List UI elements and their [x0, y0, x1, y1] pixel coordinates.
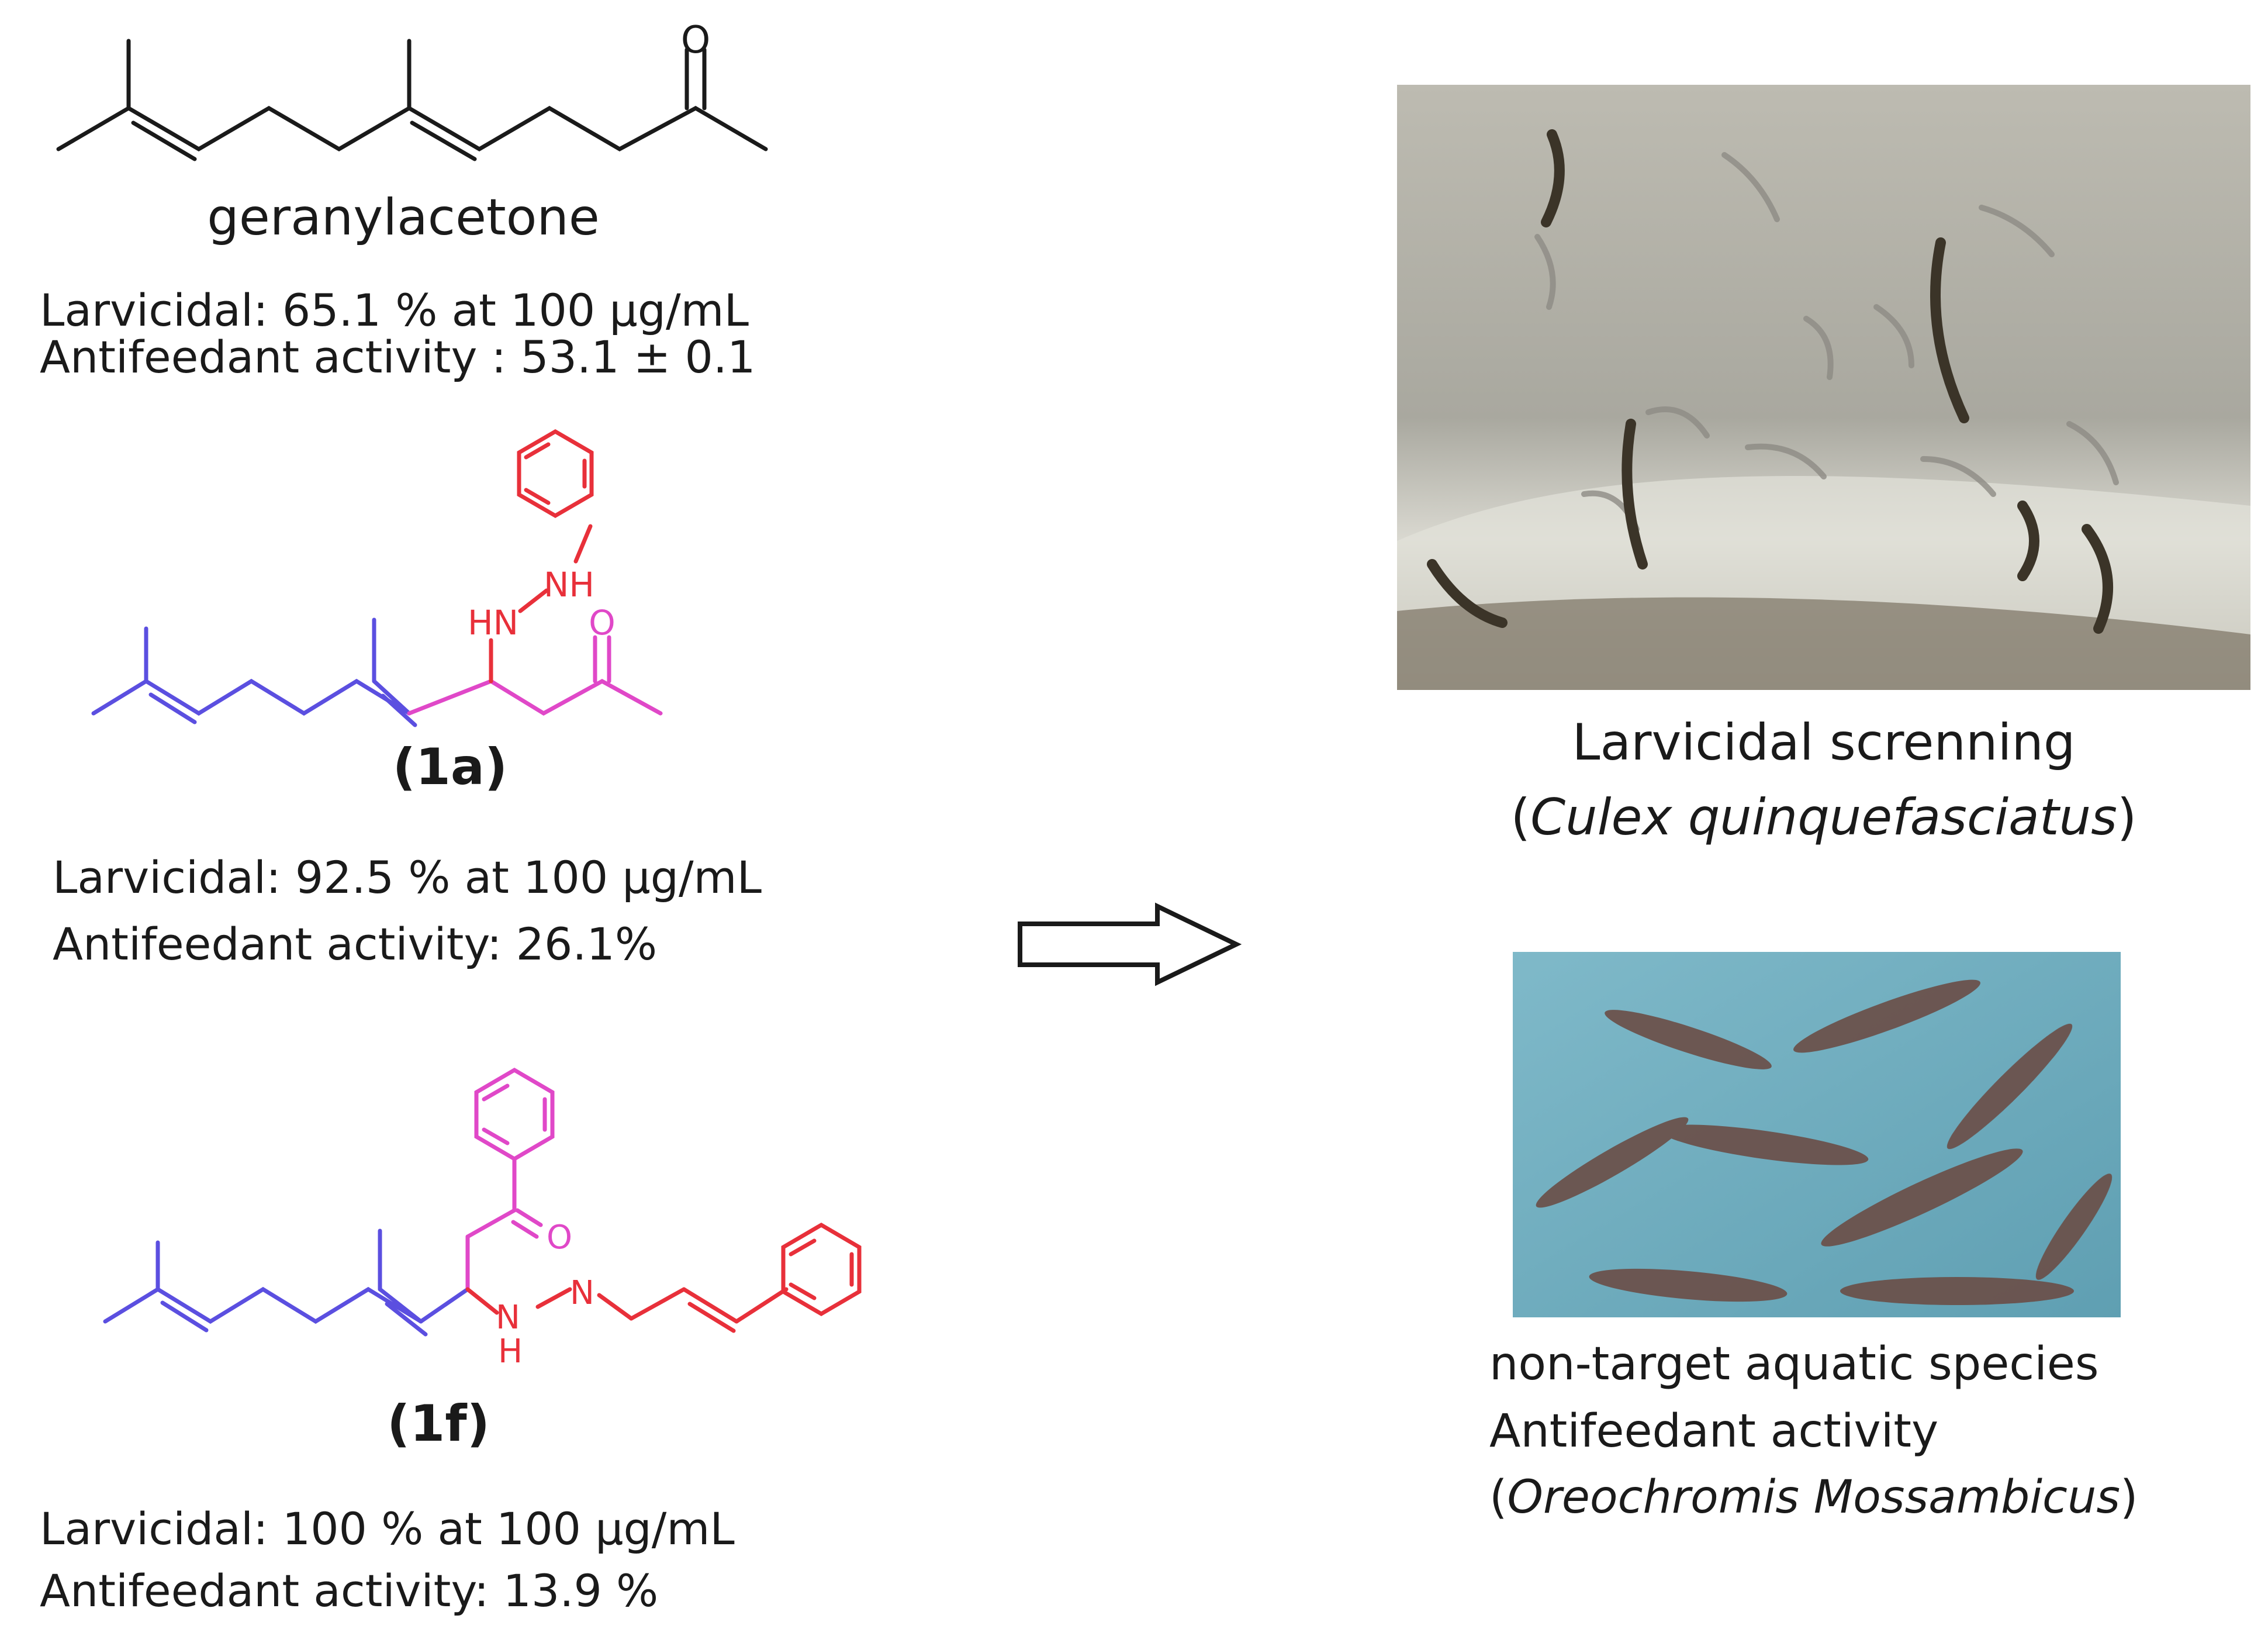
compound-1f-benzoyl	[465, 1067, 555, 1292]
compound-1f-larvicidal: Larvicidal: 100 % at 100 µg/mL	[40, 1503, 735, 1555]
compound-1a-oxygen: O	[589, 603, 616, 643]
compound-1a-chain	[91, 617, 417, 727]
compound-1f-label: (1f)	[387, 1395, 490, 1453]
fish-photo	[1513, 952, 2121, 1317]
compound-1f-nh-h: H	[498, 1333, 523, 1371]
larvicidal-screening-title: Larvicidal screnning	[1572, 713, 2076, 772]
compound-1a-nh: NH	[544, 565, 594, 605]
compound-1a-larvicidal: Larvicidal: 92.5 % at 100 µg/mL	[53, 851, 762, 903]
screening-open-paren: (	[1510, 788, 1531, 847]
screening-close-paren: )	[2117, 788, 2137, 847]
compound-1a-label: (1a)	[392, 738, 508, 796]
aquatic-line-2: Antifeedant activity	[1489, 1405, 1939, 1458]
geranylacetone-name: geranylacetone	[207, 188, 600, 247]
compound-1f-oxygen: O	[547, 1219, 572, 1257]
compound-1f-nh-n: N	[496, 1299, 520, 1337]
hollow-arrow-icon	[1018, 902, 1242, 986]
aquatic-open-paren: (	[1489, 1471, 1508, 1524]
culex-species-name: Culex quinquefasciatus	[1530, 788, 2117, 847]
compound-1a-ketone	[407, 635, 663, 716]
compound-1a-hn: HN	[468, 603, 518, 643]
compound-1f-chain	[103, 1228, 470, 1337]
larvae-photo	[1397, 85, 2250, 690]
aquatic-close-paren: )	[2120, 1471, 2138, 1524]
compound-1a-antifeedant: Antifeedant activity: 26.1%	[53, 918, 658, 970]
geranylacetone-larvicidal: Larvicidal: 65.1 % at 100 µg/mL	[40, 284, 749, 336]
compound-1f-antifeedant: Antifeedant activity: 13.9 %	[40, 1565, 659, 1617]
geranylacetone-structure	[56, 39, 768, 161]
geranylacetone-antifeedant: Antifeedant activity : 53.1 ± 0.1	[40, 331, 756, 383]
compound-1f-n: N	[570, 1274, 594, 1312]
oreochromis-species-name: Oreochromis Mossambicus	[1507, 1471, 2121, 1524]
aquatic-species-line: (Oreochromis Mossambicus)	[1489, 1472, 2138, 1523]
aquatic-line-1: non-target aquatic species	[1489, 1338, 2099, 1390]
larvicidal-screening-species-line: (Culex quinquefasciatus)	[1397, 788, 2250, 847]
geranylacetone-oxygen: O	[681, 19, 710, 62]
compound-1f-hydrazone	[465, 1222, 862, 1333]
compound-1a-hydrazine	[489, 429, 594, 684]
